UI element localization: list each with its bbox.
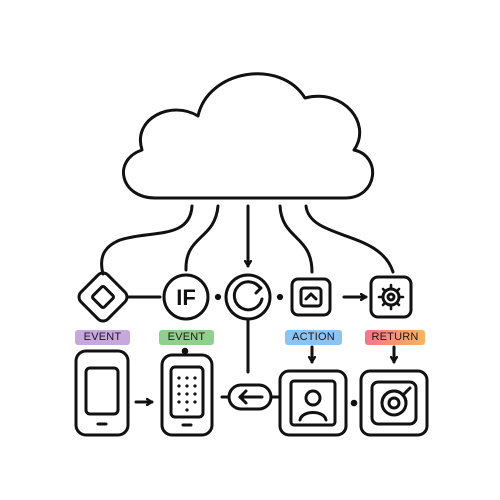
return-badge: RETURN	[365, 330, 425, 345]
cloud-icon	[122, 72, 375, 200]
if-node-icon[interactable]: IF	[162, 273, 210, 321]
smartphone-icon[interactable]	[74, 349, 130, 437]
diamond-node-icon[interactable]	[76, 270, 130, 324]
action-badge: ACTION	[285, 330, 342, 345]
spiral-return-icon[interactable]	[359, 369, 429, 437]
event-badge-2: EVENT	[159, 330, 214, 345]
connector-dot	[181, 347, 189, 355]
connector-dot	[214, 293, 222, 301]
gear-icon[interactable]	[369, 275, 413, 319]
connector-cloud-to-if	[184, 204, 220, 272]
back-arrow-icon[interactable]	[227, 383, 273, 411]
event-badge-1: EVENT	[75, 330, 130, 345]
connector-cloud-to-trigger	[100, 204, 194, 276]
connector-dot	[276, 293, 284, 301]
user-profile-icon[interactable]	[278, 369, 348, 437]
if-node-label: IF	[176, 285, 196, 310]
connector-cloud-to-settings	[304, 204, 395, 274]
loop-node-icon[interactable]	[224, 273, 272, 321]
connector-cloud-to-expand	[278, 204, 314, 274]
chevron-up-node-icon[interactable]	[290, 277, 332, 317]
keypad-phone-icon[interactable]	[160, 353, 214, 437]
connector-dot	[350, 399, 358, 407]
